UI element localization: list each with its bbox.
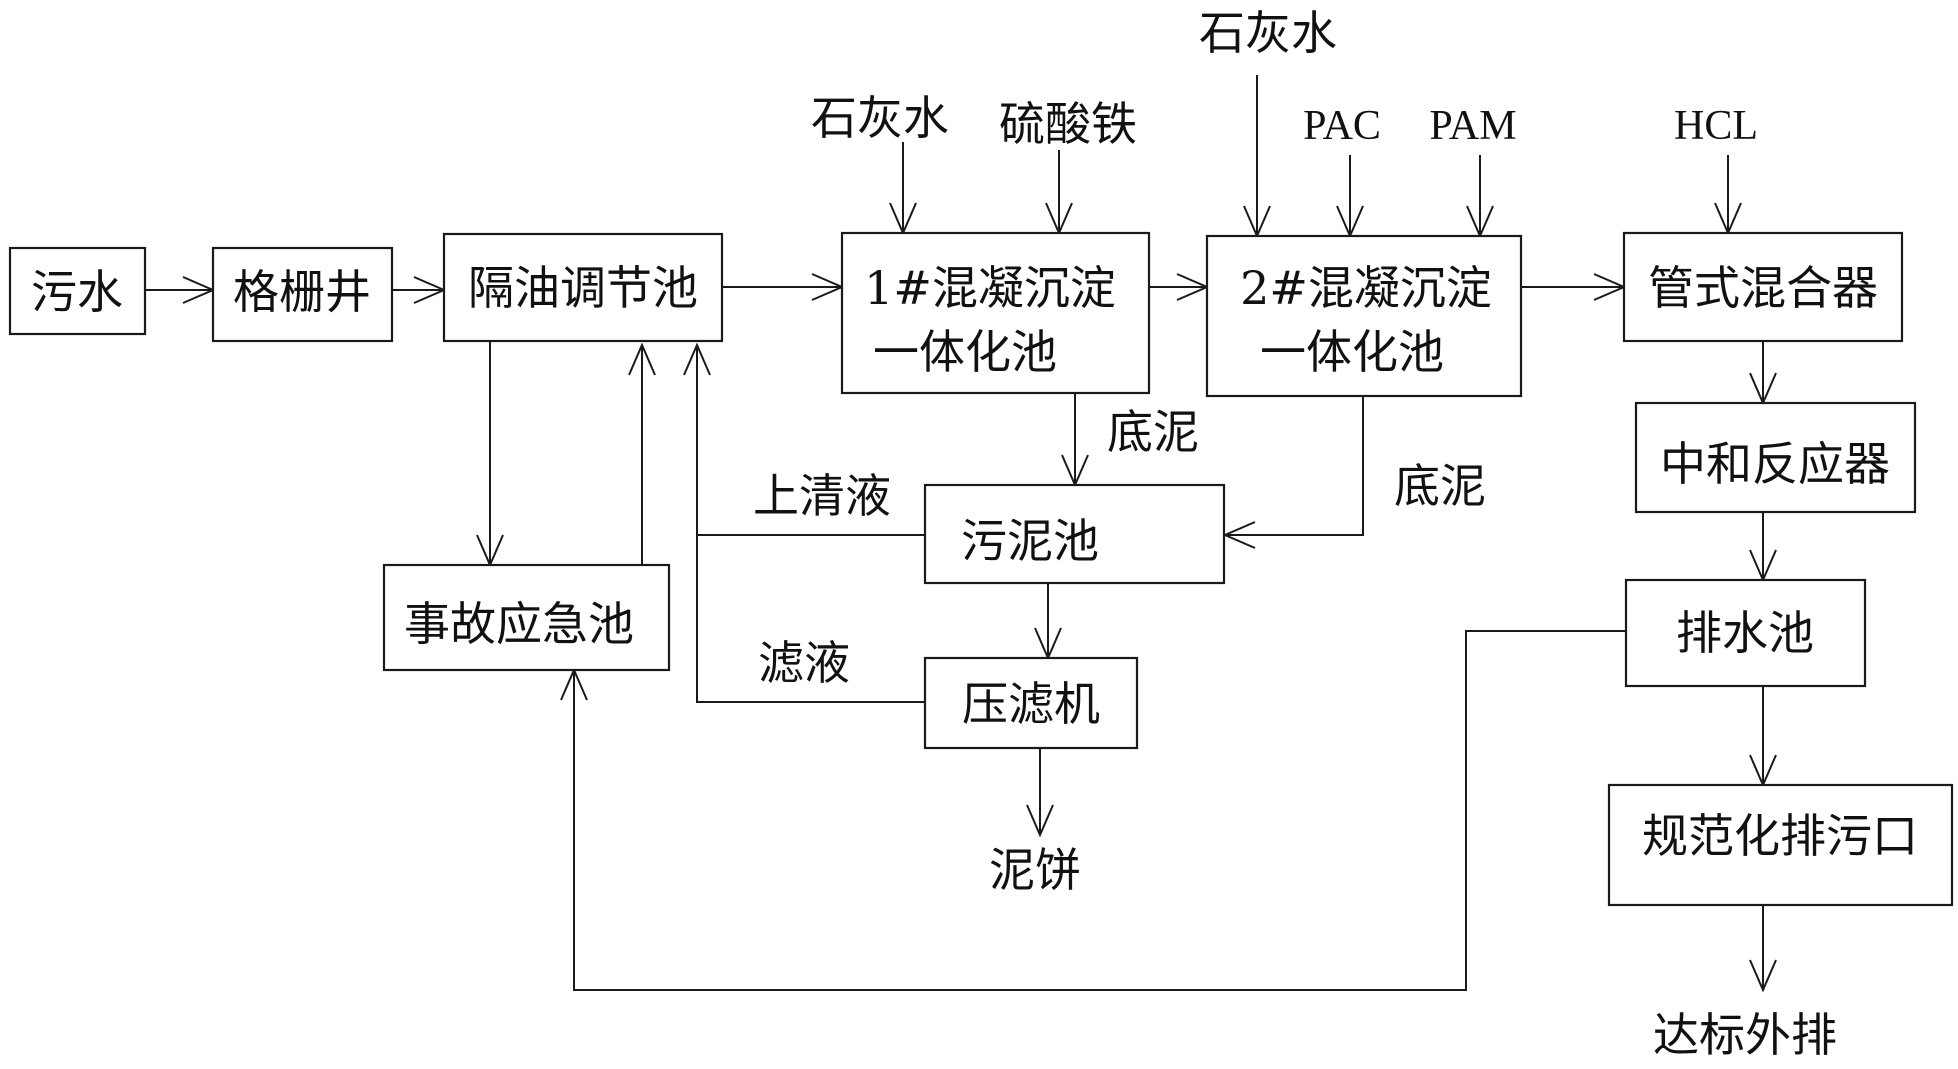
node-drain-tank-label: 排水池 xyxy=(1676,606,1814,660)
node-oil-sep-tank-label: 隔油调节池 xyxy=(468,261,698,315)
label-filtrate: 滤液 xyxy=(758,636,850,690)
node-coag2-line2: 一体化池 xyxy=(1260,325,1444,379)
reagent-hcl: HCL xyxy=(1674,103,1758,149)
node-oil-sep-tank: 隔油调节池 xyxy=(442,232,724,343)
node-std-outlet: 规范化排污口 xyxy=(1607,783,1954,907)
arrow-coag2-to-sludge xyxy=(1225,396,1364,535)
label-bottom-sludge-2: 底泥 xyxy=(1394,459,1486,513)
arrow-filtrate-return xyxy=(696,535,925,703)
node-pipe-mixer: 管式混合器 xyxy=(1622,231,1904,343)
node-wastewater-label: 污水 xyxy=(31,265,123,319)
node-coag2-line1: 2#混凝沉淀 xyxy=(1240,261,1492,315)
node-drain-tank: 排水池 xyxy=(1624,578,1867,688)
reagent-ferrous-sulfate: 硫酸铁 xyxy=(999,97,1137,151)
node-emergency-tank-label: 事故应急池 xyxy=(404,597,634,651)
node-std-outlet-label: 规范化排污口 xyxy=(1642,809,1918,863)
node-pipe-mixer-label: 管式混合器 xyxy=(1648,261,1878,315)
label-supernatant: 上清液 xyxy=(753,469,891,523)
reagent-pam: PAM xyxy=(1429,103,1516,149)
node-emergency-tank: 事故应急池 xyxy=(382,563,671,672)
node-neutralizer-label: 中和反应器 xyxy=(1660,437,1890,491)
node-coag1: 1#混凝沉淀 一体化池 xyxy=(840,231,1151,395)
node-filter-press: 压滤机 xyxy=(923,656,1139,750)
node-coag1-line2: 一体化池 xyxy=(873,325,1057,379)
label-discharge: 达标外排 xyxy=(1653,1008,1837,1062)
reagent-pac: PAC xyxy=(1303,103,1381,149)
connectors xyxy=(145,75,1763,990)
node-grille-well-label: 格栅井 xyxy=(233,265,371,319)
node-neutralizer: 中和反应器 xyxy=(1634,401,1917,514)
node-filter-press-label: 压滤机 xyxy=(962,677,1100,731)
reagent-lime-water-2: 石灰水 xyxy=(1199,6,1337,60)
label-sludge-cake: 泥饼 xyxy=(989,843,1081,897)
node-coag2: 2#混凝沉淀 一体化池 xyxy=(1205,234,1523,398)
node-sludge-tank-label: 污泥池 xyxy=(961,514,1099,568)
node-sludge-tank: 污泥池 xyxy=(923,483,1226,585)
arrow-drain-to-emergency xyxy=(574,630,1626,991)
node-coag1-line1: 1#混凝沉淀 xyxy=(864,261,1116,315)
node-wastewater: 污水 xyxy=(8,246,147,336)
reagent-lime-water-1: 石灰水 xyxy=(811,91,949,145)
label-bottom-sludge-1: 底泥 xyxy=(1107,405,1199,459)
node-grille-well: 格栅井 xyxy=(211,246,394,343)
